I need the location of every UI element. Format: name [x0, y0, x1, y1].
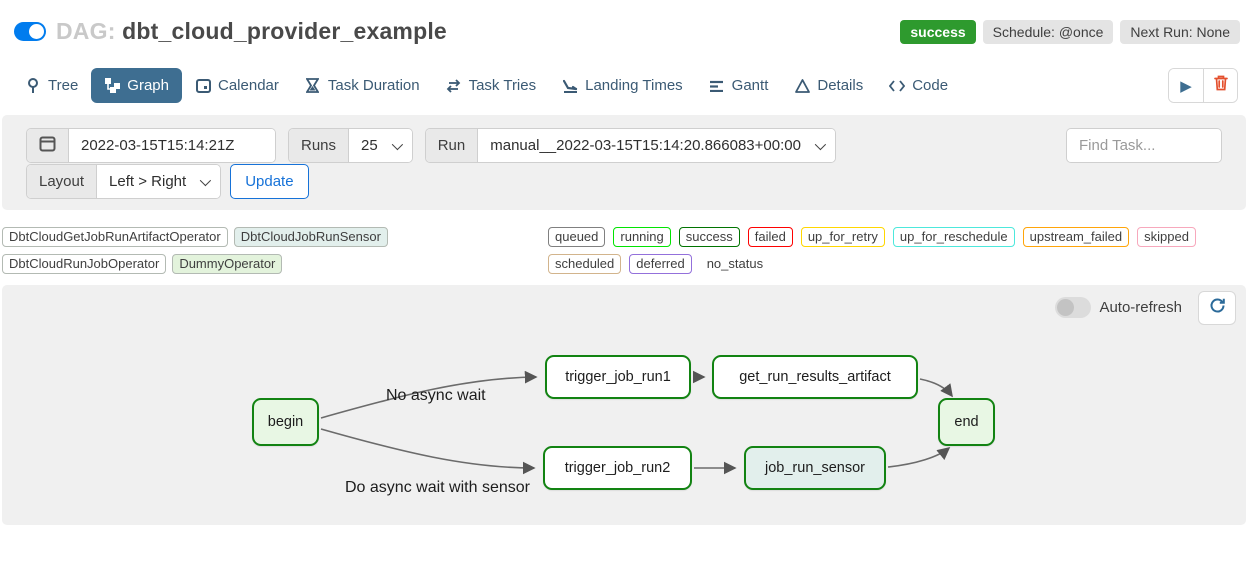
tab-label: Tree	[48, 77, 79, 94]
runs-selected-value: 25	[361, 137, 378, 154]
tab-graph[interactable]: Graph	[91, 68, 182, 103]
tab-task-duration[interactable]: Task Duration	[292, 68, 433, 103]
tab-label: Landing Times	[585, 77, 683, 94]
details-icon	[794, 78, 810, 94]
operator-legend: DbtCloudGetJobRunArtifactOperator DbtClo…	[2, 227, 548, 274]
tab-label: Gantt	[731, 77, 769, 94]
layout-select[interactable]: Left > Right	[97, 165, 221, 198]
state-badge-success[interactable]: success	[678, 227, 740, 247]
tab-label: Graph	[127, 77, 169, 94]
state-badge-up-for-retry[interactable]: up_for_retry	[800, 227, 885, 247]
state-badge-up-for-reschedule[interactable]: up_for_reschedule	[892, 227, 1015, 247]
runs-select[interactable]: 25	[349, 129, 412, 162]
state-badge-deferred[interactable]: deferred	[629, 254, 692, 274]
auto-refresh-control: Auto-refresh	[1055, 297, 1182, 318]
refresh-icon	[1209, 297, 1226, 319]
layout-selected-value: Left > Right	[109, 173, 187, 190]
dag-id: dbt_cloud_provider_example	[122, 18, 447, 44]
tab-label: Task Duration	[327, 77, 420, 94]
graph-filter-panel: Runs 25 Run manual__2022-03-15T15:14:20.…	[2, 115, 1246, 210]
page-title: DAG: dbt_cloud_provider_example	[56, 18, 447, 45]
hourglass-icon	[305, 78, 321, 94]
view-tabbar: Tree Graph Calendar Task Duration Task T…	[0, 58, 1248, 109]
update-button[interactable]: Update	[230, 164, 309, 199]
tab-details[interactable]: Details	[781, 68, 876, 103]
chevron-down-icon	[199, 174, 212, 186]
task-node-begin[interactable]: begin	[252, 398, 319, 446]
landing-icon	[562, 78, 578, 94]
tab-landing-times[interactable]: Landing Times	[549, 68, 696, 103]
chevron-down-icon	[391, 138, 403, 150]
dag-header: DAG: dbt_cloud_provider_example success …	[0, 0, 1248, 58]
calendar-addon[interactable]	[27, 129, 69, 162]
auto-refresh-label: Auto-refresh	[1099, 299, 1182, 316]
edge-label-no-async-wait: No async wait	[386, 387, 486, 404]
tab-label: Calendar	[218, 77, 279, 94]
trash-icon	[1213, 75, 1228, 96]
task-node-get-run-results-artifact[interactable]: get_run_results_artifact	[712, 355, 918, 399]
next-run-badge: Next Run: None	[1120, 20, 1240, 44]
runs-label: Runs	[289, 129, 350, 162]
tab-label: Task Tries	[468, 77, 537, 94]
chevron-down-icon	[814, 138, 827, 150]
dag-action-buttons: ▶	[1168, 68, 1238, 103]
state-badge-no-status[interactable]: no_status	[706, 256, 764, 271]
graph-icon	[104, 78, 120, 94]
find-task-group	[1066, 128, 1222, 163]
refresh-button[interactable]	[1198, 291, 1236, 325]
delete-dag-button[interactable]	[1203, 69, 1237, 102]
play-icon: ▶	[1180, 77, 1192, 95]
tree-icon	[25, 78, 41, 94]
layout-group: Layout Left > Right	[26, 164, 222, 199]
legend: DbtCloudGetJobRunArtifactOperator DbtClo…	[2, 227, 1246, 274]
execution-date-group	[26, 128, 276, 163]
operator-badge: DbtCloudRunJobOperator	[2, 254, 167, 274]
task-node-end[interactable]: end	[938, 398, 995, 446]
auto-refresh-toggle[interactable]	[1055, 297, 1092, 318]
dag-pause-toggle[interactable]	[14, 22, 46, 41]
status-badge: success	[900, 20, 976, 44]
state-legend: queued running success failed up_for_ret…	[548, 227, 1246, 274]
operator-badge: DummyOperator	[172, 254, 283, 274]
find-task-input[interactable]	[1067, 129, 1221, 162]
task-node-trigger-job-run1[interactable]: trigger_job_run1	[545, 355, 691, 399]
state-badge-failed[interactable]: failed	[747, 227, 793, 247]
layout-label: Layout	[27, 165, 98, 198]
state-badge-queued[interactable]: queued	[548, 227, 606, 247]
operator-badge: DbtCloudGetJobRunArtifactOperator	[2, 227, 228, 247]
schedule-badge[interactable]: Schedule: @once	[982, 20, 1114, 44]
state-badge-skipped[interactable]: skipped	[1137, 227, 1196, 247]
dag-prefix-label: DAG:	[56, 18, 116, 44]
state-badge-upstream-failed[interactable]: upstream_failed	[1022, 227, 1130, 247]
execution-date-input[interactable]	[69, 129, 275, 162]
dag-graph-canvas[interactable]: Auto-refresh begin trigger_job_run1 get_…	[2, 285, 1246, 525]
task-node-trigger-job-run2[interactable]: trigger_job_run2	[543, 446, 692, 490]
operator-badge: DbtCloudJobRunSensor	[233, 227, 388, 247]
tab-gantt[interactable]: Gantt	[696, 68, 782, 103]
run-label: Run	[425, 129, 479, 162]
state-badge-scheduled[interactable]: scheduled	[548, 254, 622, 274]
dag-edges	[320, 370, 953, 475]
tab-calendar[interactable]: Calendar	[182, 68, 292, 103]
trigger-dag-button[interactable]: ▶	[1169, 69, 1203, 102]
run-group: Run manual__2022-03-15T15:14:20.866083+0…	[424, 128, 836, 163]
run-select[interactable]: manual__2022-03-15T15:14:20.866083+00:00	[478, 129, 835, 162]
tab-code[interactable]: Code	[876, 68, 961, 103]
edge-label-do-async-wait: Do async wait with sensor	[345, 479, 530, 496]
code-icon	[889, 78, 906, 94]
tab-label: Code	[912, 77, 949, 94]
state-badge-running[interactable]: running	[613, 227, 671, 247]
calendar-icon	[195, 78, 211, 94]
run-selected-value: manual__2022-03-15T15:14:20.866083+00:00	[490, 137, 801, 154]
tab-task-tries[interactable]: Task Tries	[433, 68, 550, 103]
tab-label: Details	[817, 77, 864, 94]
runs-group: Runs 25	[288, 128, 413, 163]
repeat-icon	[446, 78, 462, 94]
task-node-job-run-sensor[interactable]: job_run_sensor	[744, 446, 886, 490]
calendar-icon	[39, 135, 56, 156]
tab-tree[interactable]: Tree	[12, 68, 91, 103]
gantt-icon	[709, 78, 725, 94]
